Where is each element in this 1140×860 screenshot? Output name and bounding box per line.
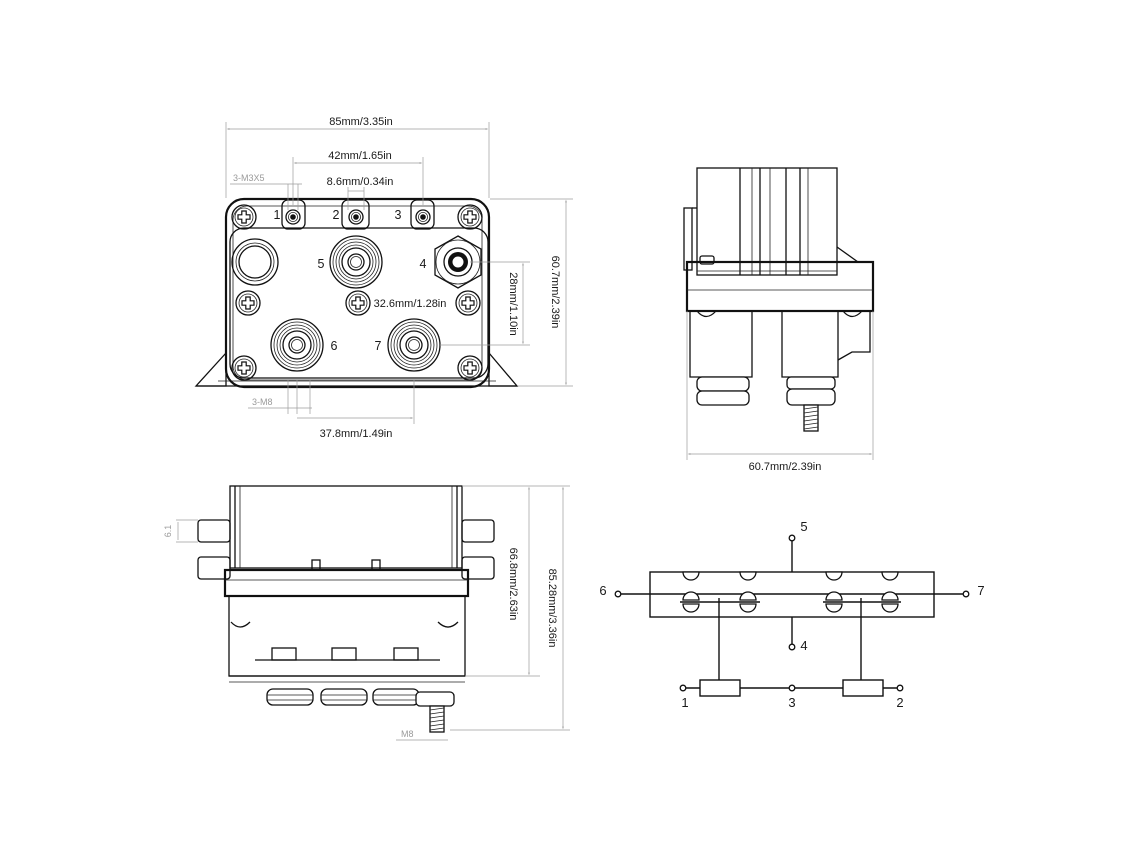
dim-depth: 60.7mm/2.39in — [749, 461, 822, 473]
bottom-view: 6.1 66.8mm/2.63in 85.28mm/3.36in M8 — [163, 485, 570, 741]
screw-icon — [457, 355, 483, 381]
hole-3 — [415, 209, 431, 225]
dim-stud-spacing: 37.8mm/1.49in — [320, 428, 393, 440]
dim-width: 85mm/3.35in — [329, 116, 393, 128]
sch-label-2: 2 — [896, 695, 903, 710]
dim-small: 6.1 — [163, 525, 173, 538]
nut-icon — [266, 688, 314, 706]
dim-body-height: 66.8mm/2.63in — [507, 548, 519, 621]
hole-1 — [285, 209, 301, 225]
pin-label-5: 5 — [318, 257, 325, 271]
pin-label-2: 2 — [333, 208, 340, 222]
sch-label-5: 5 — [800, 519, 807, 534]
front-view: 1 2 3 4 5 6 7 85mm/3.35in 42mm/1.65in 8.… — [194, 116, 573, 440]
sch-label-7: 7 — [977, 583, 984, 598]
screw-icon — [457, 204, 483, 230]
pin-label-7: 7 — [375, 339, 382, 353]
pin-label-1: 1 — [274, 208, 281, 222]
dim-total-height: 85.28mm/3.36in — [546, 569, 558, 648]
screw-icon — [231, 204, 257, 230]
terminal-5 — [329, 235, 383, 289]
pin-label-3: 3 — [395, 208, 402, 222]
screw-icon — [235, 290, 261, 316]
hole-2 — [348, 209, 364, 225]
stud-spec: 3-M8 — [252, 397, 273, 407]
dim-vertical-spacing: 28mm/1.10in — [507, 272, 519, 336]
m8-stud-icon — [803, 404, 819, 432]
side-view: 60.7mm/2.39in — [683, 167, 875, 473]
housing-outline — [224, 197, 491, 389]
nut-icon — [372, 688, 420, 706]
terminal-6 — [270, 318, 324, 372]
sch-label-1: 1 — [681, 695, 688, 710]
dim-horizontal-spacing: 32.6mm/1.28in — [374, 298, 447, 310]
dim-height: 60.7mm/2.39in — [549, 256, 561, 329]
screw-icon — [455, 290, 481, 316]
dim-hole-diameter: 8.6mm/0.34in — [327, 176, 394, 188]
m8-stud-icon — [429, 705, 445, 733]
sch-label-4: 4 — [800, 638, 807, 653]
sch-label-3: 3 — [788, 695, 795, 710]
nut-icon — [320, 688, 368, 706]
wiring-schematic: 5 4 6 7 1 3 2 — [599, 519, 984, 710]
sch-label-6: 6 — [599, 583, 606, 598]
screw-icon — [345, 290, 371, 316]
stud-spec-m8: M8 — [401, 729, 414, 739]
screw-icon — [231, 355, 257, 381]
dim-hole-pitch: 42mm/1.65in — [328, 150, 392, 162]
pin-label-4: 4 — [420, 257, 427, 271]
pin-label-6: 6 — [331, 339, 338, 353]
terminal-7 — [387, 318, 441, 372]
screw-spec: 3-M3X5 — [233, 173, 265, 183]
